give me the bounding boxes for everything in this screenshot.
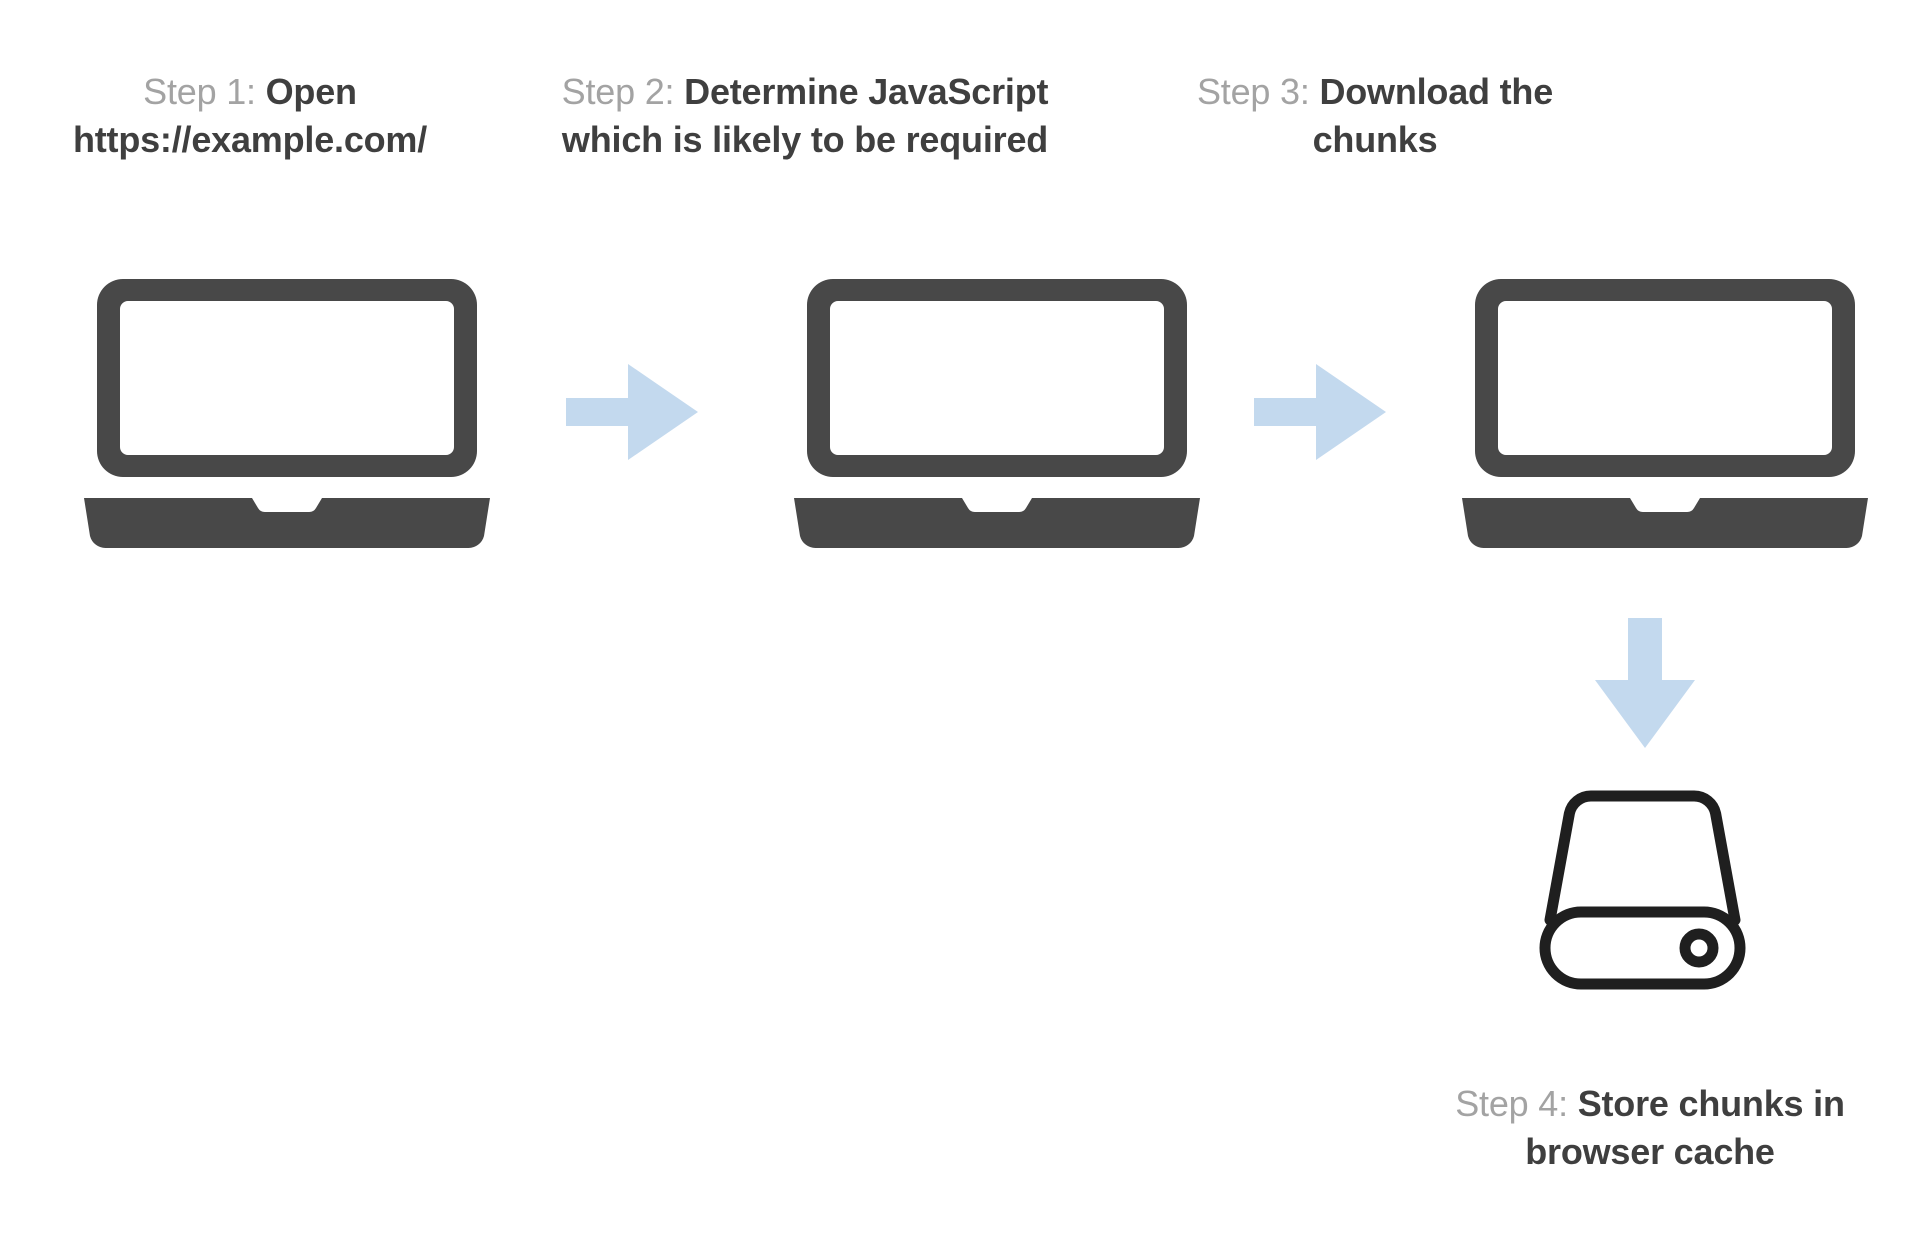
hard-drive-icon (1535, 790, 1750, 990)
step-1-label: Step 1: (143, 71, 266, 112)
step-1-text: Open https://example.com/ (72, 71, 428, 160)
step-4-label: Step 4: (1455, 1083, 1578, 1124)
step-2-caption: Step 2: Determine JavaScript which is li… (545, 68, 1065, 164)
arrow-right-icon (566, 364, 698, 460)
step-2-text: Determine JavaScript which is likely to … (561, 71, 1049, 160)
arrow-right-icon (1254, 364, 1386, 460)
step-3-label: Step 3: (1196, 71, 1320, 112)
arrow-down-icon (1595, 618, 1695, 748)
laptop-icon (788, 255, 1206, 575)
step-1-caption: Step 1: Open https://example.com/ (40, 68, 460, 164)
laptop-icon (1456, 255, 1874, 575)
step-4-text: Store chunks in browser cache (1525, 1083, 1845, 1172)
step-3-text: Download the chunks (1312, 71, 1554, 160)
laptop-icon (78, 255, 496, 575)
step-3-caption: Step 3: Download the chunks (1165, 68, 1585, 164)
step-2-label: Step 2: (561, 71, 685, 112)
step-4-caption: Step 4: Store chunks in browser cache (1440, 1080, 1860, 1176)
